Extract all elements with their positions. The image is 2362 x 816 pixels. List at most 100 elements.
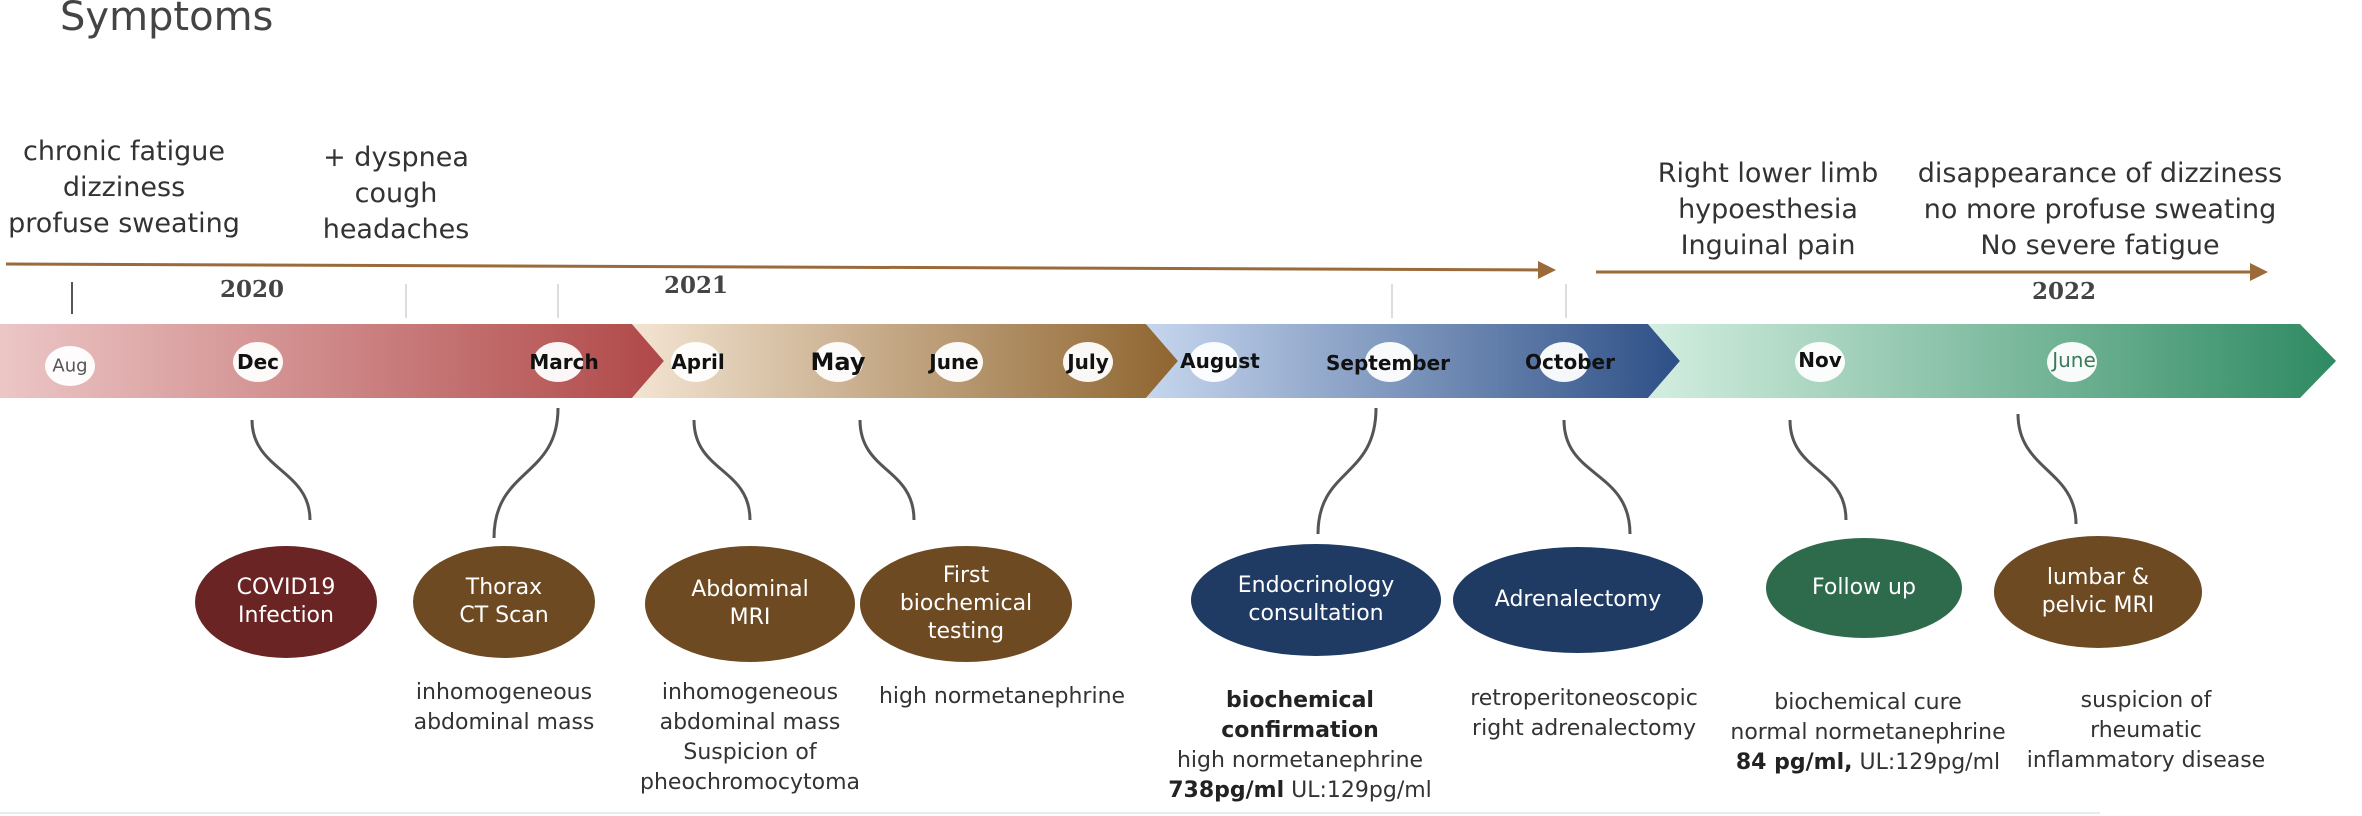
description-line-bold: biochemical	[1226, 688, 1374, 713]
description-line: normal normetanephrine	[1730, 720, 2006, 745]
event-label: biochemical	[899, 591, 1033, 616]
symptom-group-2020: chronic fatigue dizziness profuse sweati…	[8, 134, 240, 242]
event-label: Follow up	[1812, 575, 1916, 600]
month-dot	[671, 342, 721, 382]
month-label-march: March	[529, 350, 599, 374]
event-description-endo: biochemical confirmation high normetanep…	[1168, 686, 1432, 806]
connector-mri	[692, 419, 752, 521]
month-label-april: April	[671, 350, 725, 374]
year-label-2022: 2022	[2031, 278, 2097, 305]
month-dot	[1365, 342, 1415, 382]
event-label: Infection	[238, 603, 334, 628]
event-label: consultation	[1248, 601, 1384, 626]
symptom-line: No severe fatigue	[1980, 230, 2220, 261]
event-follow-up: Follow up	[1766, 538, 1962, 638]
month-label-july: July	[1067, 350, 1109, 374]
month-dot	[2047, 342, 2097, 382]
symptom-line: headaches	[322, 214, 470, 245]
description-line: suspicion of	[2080, 688, 2212, 713]
symptom-line: dizziness	[62, 172, 186, 203]
month-dot	[1063, 342, 1113, 382]
description-value-bold: 84 pg/ml,	[1735, 750, 1853, 775]
month-label-june-2022: June	[2052, 348, 2096, 372]
description-line: pheochromocytoma	[640, 770, 860, 795]
year-label-2020: 2020	[219, 276, 285, 303]
symptom-group-2021: + dyspnea cough headaches	[323, 140, 470, 248]
connector-lumbar	[2016, 413, 2078, 525]
symptom-line: hypoesthesia	[1678, 194, 1858, 225]
symptom-line: disappearance of dizziness	[1917, 158, 2283, 189]
description-line: biochemical cure	[1774, 690, 1962, 715]
description-limit: UL:129pg/ml	[1852, 750, 2001, 775]
event-description-lumbar: suspicion of rheumatic inflammatory dise…	[2027, 686, 2265, 776]
symptom-arrow-2	[1596, 263, 2268, 281]
event-label: Thorax	[465, 575, 543, 600]
month-dot	[813, 342, 863, 382]
year-label-2021: 2021	[663, 272, 729, 299]
symptom-group-post-surgery: disappearance of dizziness no more profu…	[1918, 156, 2282, 264]
month-dot	[1795, 342, 1845, 382]
connector-endo	[1316, 407, 1378, 535]
month-label-aug: Aug	[52, 355, 88, 377]
connector-thorax	[492, 407, 560, 539]
symptom-arrow-1	[5, 261, 1556, 279]
description-line: retroperitoneoscopic	[1470, 686, 1698, 711]
event-label: MRI	[729, 605, 771, 630]
description-limit: UL:129pg/ml	[1284, 778, 1432, 803]
symptom-line: chronic fatigue	[22, 136, 226, 167]
symptom-line: + dyspnea	[323, 142, 469, 173]
symptom-line: cough	[354, 178, 438, 209]
description-line-bold: confirmation	[1221, 718, 1379, 743]
month-label-june: June	[929, 350, 979, 374]
symptom-line: Inguinal pain	[1680, 230, 1856, 261]
event-description-thorax: inhomogeneous abdominal mass	[414, 678, 595, 738]
month-dot	[933, 342, 983, 382]
event-label: Adrenalectomy	[1494, 587, 1662, 612]
event-adrenalectomy: Adrenalectomy	[1453, 547, 1703, 653]
event-label: testing	[927, 619, 1005, 644]
symptom-line: no more profuse sweating	[1923, 194, 2277, 225]
event-label: Endocrinology	[1237, 573, 1395, 598]
month-dot	[533, 342, 583, 382]
timeline-segment-2021-early	[632, 324, 1178, 398]
symptom-group-pre-surgery: Right lower limb hypoesthesia Inguinal p…	[1658, 156, 1879, 264]
connector-followup	[1788, 419, 1848, 521]
event-first-biochemical-testing: First biochemical testing	[860, 546, 1072, 662]
event-label: lumbar &	[2046, 565, 2150, 590]
event-endocrinology-consultation: Endocrinology consultation	[1191, 544, 1441, 656]
month-label-nov: Nov	[1798, 348, 1842, 372]
event-label: pelvic MRI	[2041, 593, 2155, 618]
description-line: high normetanephrine	[1176, 748, 1424, 773]
event-description-biochem: high normetanephrine	[879, 682, 1125, 712]
symptom-line: profuse sweating	[8, 208, 240, 239]
bottom-rule	[0, 812, 2100, 814]
description-line: Suspicion of	[683, 740, 817, 765]
month-dot	[1189, 342, 1239, 382]
description-line: abdominal mass	[659, 710, 841, 735]
event-description-mri: inhomogeneous abdominal mass Suspicion o…	[640, 678, 860, 798]
month-dot	[45, 346, 95, 386]
description-line: right adrenalectomy	[1472, 716, 1696, 741]
connector-adrenal	[1562, 419, 1632, 535]
description-line: high normetanephrine	[878, 684, 1126, 709]
description-line: inflammatory disease	[2026, 748, 2266, 773]
description-value-bold: 738pg/ml	[1168, 778, 1285, 803]
description-line: inhomogeneous	[661, 680, 839, 705]
connector-biochem	[858, 419, 916, 521]
month-dot	[1539, 342, 1589, 382]
symptom-line: Right lower limb	[1657, 158, 1879, 189]
description-line: abdominal mass	[413, 710, 595, 735]
event-label: First	[942, 563, 990, 588]
month-dot	[233, 342, 283, 382]
month-label-august: August	[1180, 349, 1260, 373]
event-label: Abdominal	[691, 577, 809, 602]
month-label-september: September	[1326, 351, 1450, 375]
month-label-may: May	[810, 348, 866, 376]
event-lumbar-pelvic-mri: lumbar & pelvic MRI	[1994, 536, 2202, 648]
connector-covid	[250, 419, 312, 521]
timeline-segment-2020	[0, 324, 664, 398]
timeline-segment-2022	[1648, 324, 2336, 398]
